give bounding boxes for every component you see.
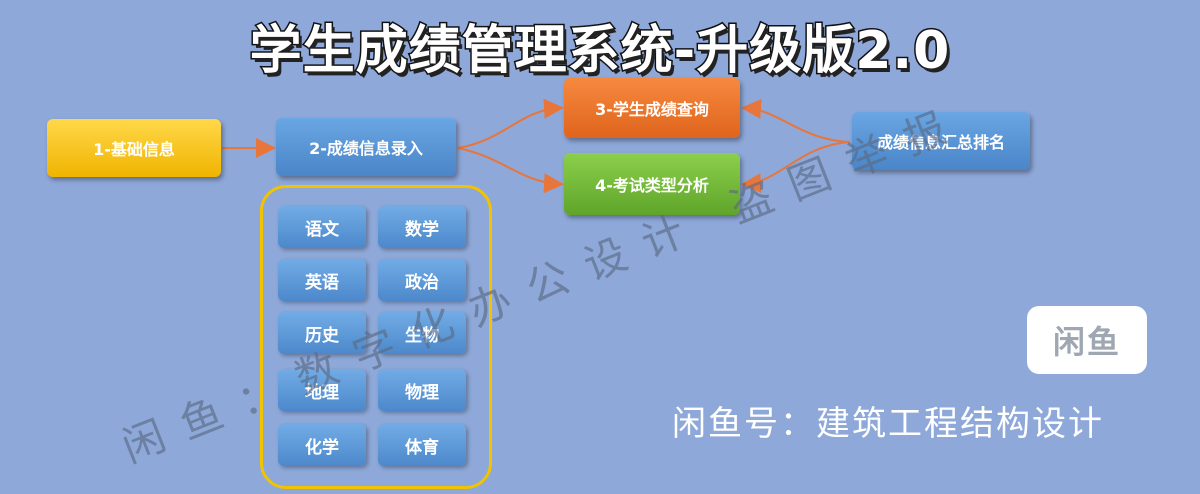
arrow-entry-to-query <box>457 98 564 149</box>
node-score-entry: 2-成绩信息录入 <box>276 118 456 176</box>
subject-physics: 物理 <box>378 369 466 411</box>
xianyu-logo: 闲鱼 <box>1027 306 1147 374</box>
page-title: 学生成绩管理系统-升级版2.0 <box>248 20 951 83</box>
subject-panel <box>260 185 492 489</box>
subject-english: 英语 <box>278 259 366 301</box>
node-basic-info: 1-基础信息 <box>47 119 221 177</box>
subject-history: 历史 <box>278 312 366 354</box>
node-exam-analysis: 4-考试类型分析 <box>564 153 740 215</box>
logo-text: 闲鱼 <box>1052 323 1121 361</box>
arrow-summary-to-analysis <box>741 141 851 194</box>
arrow-summary-to-query <box>741 98 851 143</box>
subject-geography: 地理 <box>278 369 366 411</box>
subject-chemistry: 化学 <box>278 424 366 466</box>
subject-math: 数学 <box>378 206 466 248</box>
subject-chinese: 语文 <box>278 206 366 248</box>
subject-politics: 政治 <box>378 259 466 301</box>
node-score-query: 3-学生成绩查询 <box>564 78 740 138</box>
subject-pe: 体育 <box>378 424 466 466</box>
xianyu-id-label: 闲鱼号：建筑工程结构设计 <box>672 404 1104 444</box>
node-summary-rank: 成绩信息汇总排名 <box>852 112 1030 170</box>
arrow-entry-to-analysis <box>457 147 564 194</box>
subject-biology: 生物 <box>378 312 466 354</box>
